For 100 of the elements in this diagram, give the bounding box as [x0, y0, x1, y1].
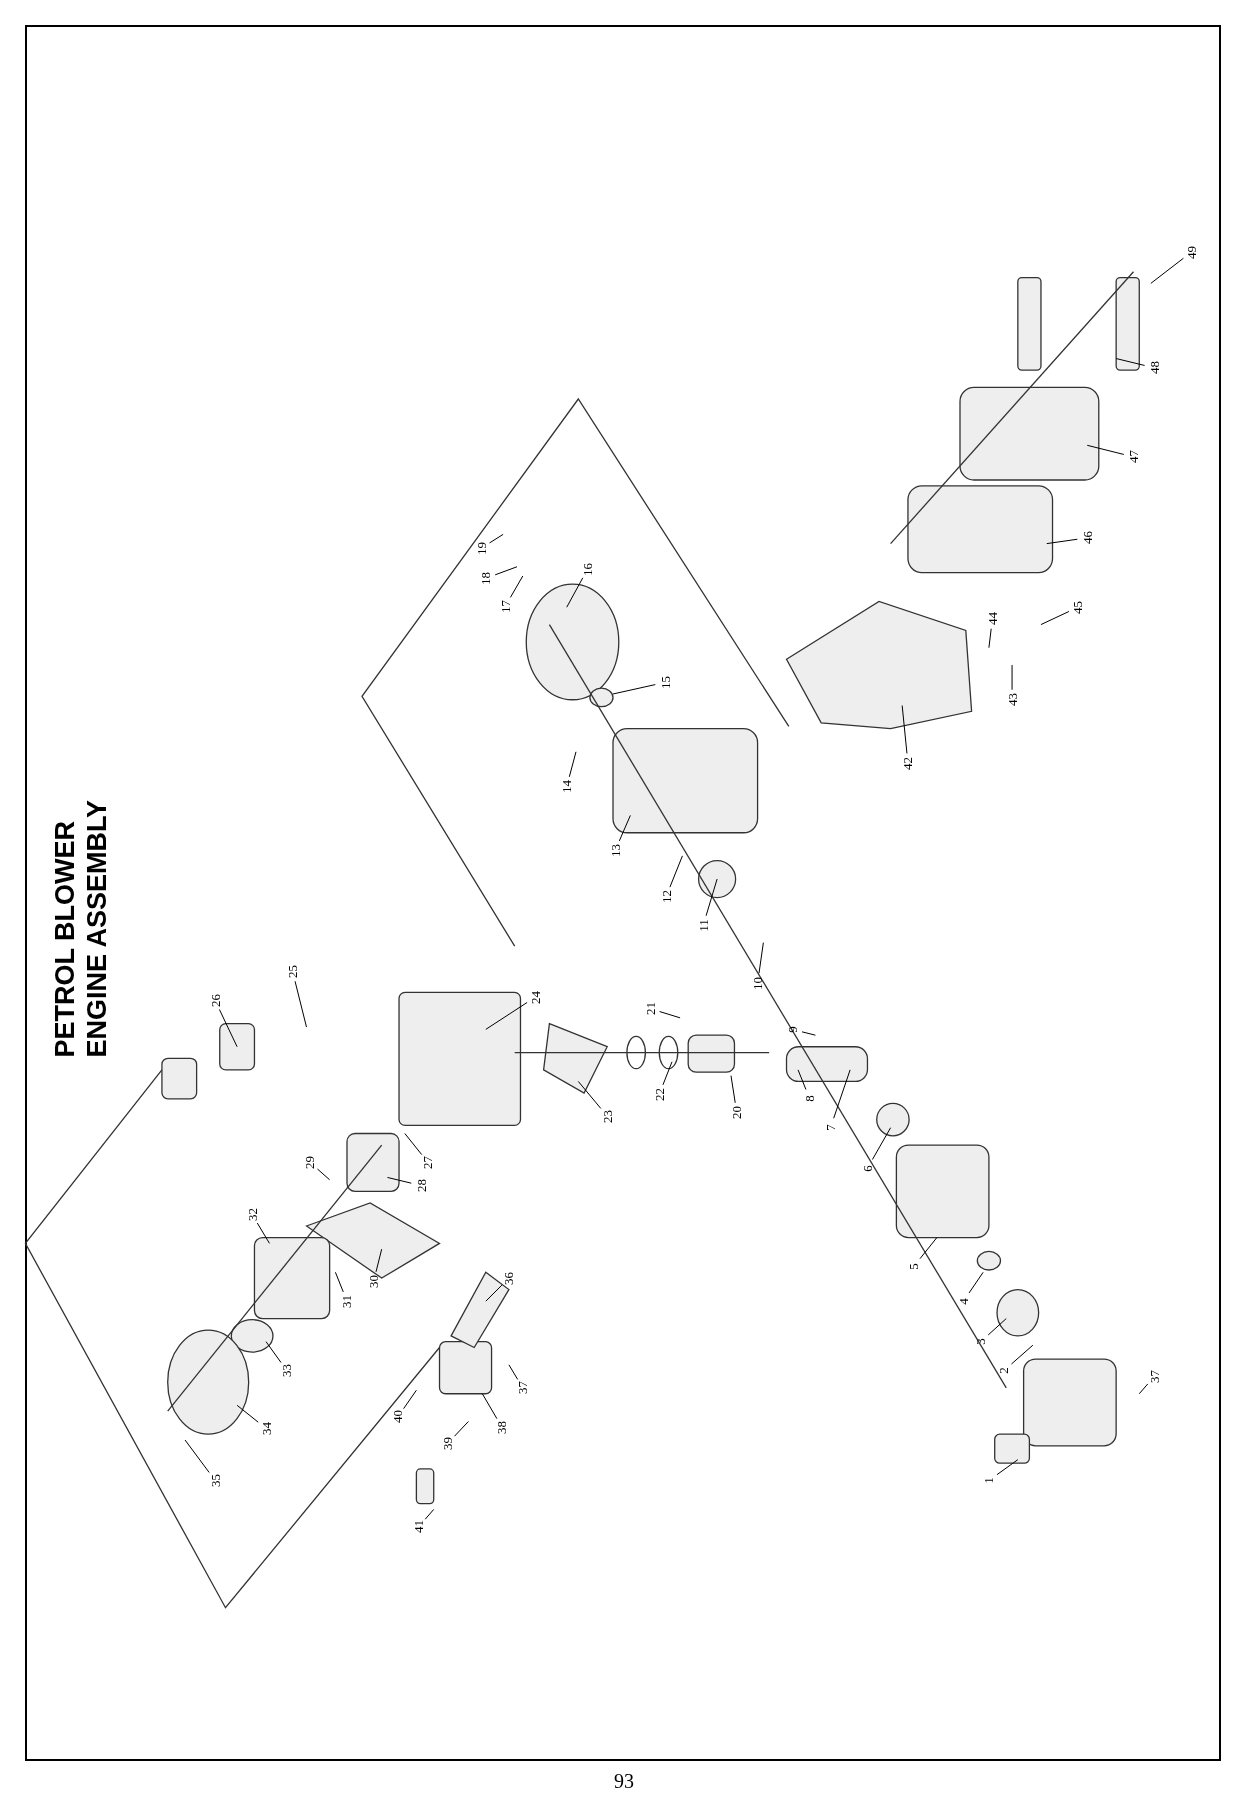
callout-number: 9: [785, 1026, 799, 1033]
leader-line: [919, 1237, 938, 1260]
leader-line: [833, 1069, 851, 1119]
leader-line: [568, 751, 577, 778]
leader-line: [218, 1009, 238, 1048]
leader-line: [386, 1176, 412, 1184]
leader-line: [669, 855, 683, 888]
callout-number: 48: [1147, 361, 1161, 375]
subtitle: ENGINE ASSEMBLY: [82, 800, 112, 1058]
leader-line: [375, 1248, 383, 1273]
page-number: 93: [614, 1770, 634, 1792]
leader-line: [403, 1389, 417, 1410]
callout-number: 44: [985, 612, 999, 626]
callout-number: 30: [367, 1275, 381, 1289]
callout-number: 39: [441, 1436, 455, 1450]
leader-line: [494, 566, 518, 576]
callout-number: 18: [479, 571, 493, 585]
callout-number: 12: [659, 889, 673, 903]
callout-number: 28: [414, 1179, 428, 1193]
leader-line: [1040, 610, 1070, 626]
callout-number: 26: [208, 993, 222, 1007]
leader-line: [577, 1080, 602, 1109]
leader-line: [618, 814, 631, 842]
leader-line: [801, 1031, 816, 1036]
callout-number: 38: [495, 1420, 509, 1434]
leader-line: [1115, 358, 1146, 366]
leader-line: [509, 575, 524, 598]
callout-number: 32: [245, 1207, 259, 1221]
leader-line: [612, 684, 656, 695]
callout-number: 47: [1127, 450, 1140, 464]
callout-number: 31: [340, 1294, 354, 1308]
leader-line: [424, 1508, 435, 1520]
callout-number: 36: [502, 1271, 516, 1285]
leader-line: [968, 1271, 984, 1294]
leader-line: [1011, 664, 1013, 691]
callout-number: 35: [208, 1473, 222, 1487]
leader-line: [1138, 1383, 1149, 1395]
callout-number: 5: [907, 1263, 920, 1270]
leader-line: [236, 1404, 259, 1423]
leader-line: [871, 1127, 892, 1160]
leader-line: [987, 1318, 1007, 1336]
callout-number: 1: [982, 1477, 996, 1484]
callout-number: 27: [421, 1155, 435, 1169]
leader-line: [758, 942, 764, 974]
callout-number: 24: [529, 990, 542, 1004]
leader-line: [1086, 444, 1125, 455]
callout-number: 42: [901, 756, 915, 770]
leader-line: [489, 533, 504, 544]
callout-number: 22: [652, 1087, 666, 1101]
callout-number: 25: [286, 965, 300, 979]
callout-number: 21: [643, 1002, 657, 1016]
leader-line: [730, 1075, 736, 1104]
callout-number: 3: [974, 1338, 988, 1345]
callout-number: 2: [997, 1367, 1011, 1374]
callout-number: 7: [823, 1124, 837, 1131]
leader-line: [265, 1341, 282, 1363]
callout-number: 45: [1071, 600, 1085, 614]
callout-number: 40: [391, 1410, 405, 1424]
callout-number: 11: [696, 919, 710, 932]
leader-line: [797, 1069, 807, 1090]
leader-line: [404, 1133, 423, 1156]
callout-number: 37: [1147, 1369, 1161, 1383]
callout-number: 46: [1080, 531, 1094, 545]
leader-line: [1010, 1344, 1034, 1365]
leader-line: [662, 1061, 673, 1086]
callout-number: 23: [600, 1109, 614, 1123]
callout-number: 33: [280, 1364, 294, 1378]
leader-line: [1046, 538, 1078, 545]
leader-line: [1150, 257, 1184, 284]
leader-line: [996, 1459, 1019, 1476]
callout-number: 15: [658, 675, 672, 689]
callout-number: 43: [1005, 693, 1019, 707]
leader-line: [294, 980, 307, 1028]
leader-line: [705, 878, 718, 917]
leader-line: [508, 1364, 519, 1380]
leader-line: [316, 1168, 331, 1181]
leader-line: [485, 1284, 503, 1302]
callout-number: 34: [259, 1421, 273, 1435]
callout-number: 10: [751, 976, 765, 990]
callout-number: 13: [608, 843, 622, 857]
callout-number: 6: [860, 1164, 874, 1172]
callout-number: 49: [1184, 245, 1198, 259]
callout-number: 4: [956, 1297, 970, 1305]
leader-line: [184, 1439, 210, 1473]
callout-number: 16: [581, 562, 595, 576]
title: PETROL BLOWER: [50, 821, 80, 1058]
callout-number: 37: [516, 1381, 530, 1395]
callout-number: 8: [802, 1095, 816, 1103]
callout-number: 14: [560, 780, 574, 793]
callout-number: 41: [412, 1520, 426, 1534]
leader-line: [901, 705, 908, 754]
leader-line: [334, 1271, 344, 1293]
leader-line: [454, 1421, 469, 1437]
leader-line: [256, 1222, 270, 1244]
callout-number: 29: [303, 1155, 317, 1169]
leader-line: [481, 1393, 498, 1420]
leader-line: [988, 628, 992, 649]
callout-number: 17: [498, 599, 512, 613]
leader-line: [659, 1011, 681, 1019]
callout-number: 20: [730, 1106, 744, 1120]
